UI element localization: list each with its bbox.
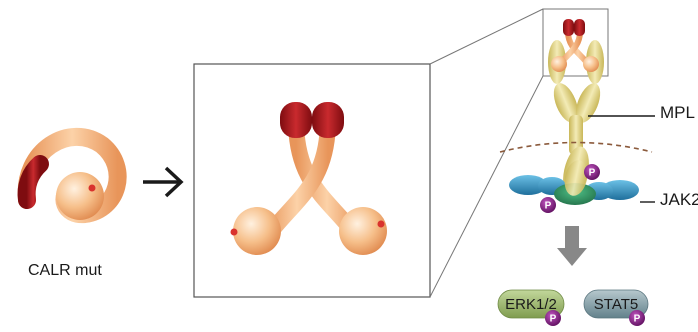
calr-mut-label: CALR mut: [28, 262, 102, 280]
svg-text:P: P: [545, 201, 552, 212]
mpl-label: MPL: [660, 103, 695, 123]
jak2-kinase: [509, 158, 639, 205]
svg-text:STAT5: STAT5: [594, 296, 638, 313]
svg-text:P: P: [550, 314, 557, 325]
down-arrow-icon: [557, 226, 587, 266]
calr-dimer-zoom-panel: [194, 64, 430, 297]
phospho-badge: P: [584, 164, 600, 180]
phospho-badge: P: [545, 310, 561, 326]
zoom-connector-lines: [430, 9, 543, 297]
phospho-badge: P: [629, 310, 645, 326]
svg-text:P: P: [634, 314, 641, 325]
jak2-label: JAK2: [660, 190, 698, 210]
svg-text:P: P: [589, 168, 596, 179]
calr-mut-coil: [27, 137, 118, 220]
svg-text:ERK1/2: ERK1/2: [505, 296, 557, 313]
right-arrow-icon: [143, 168, 181, 196]
phospho-badge: P: [540, 197, 556, 213]
